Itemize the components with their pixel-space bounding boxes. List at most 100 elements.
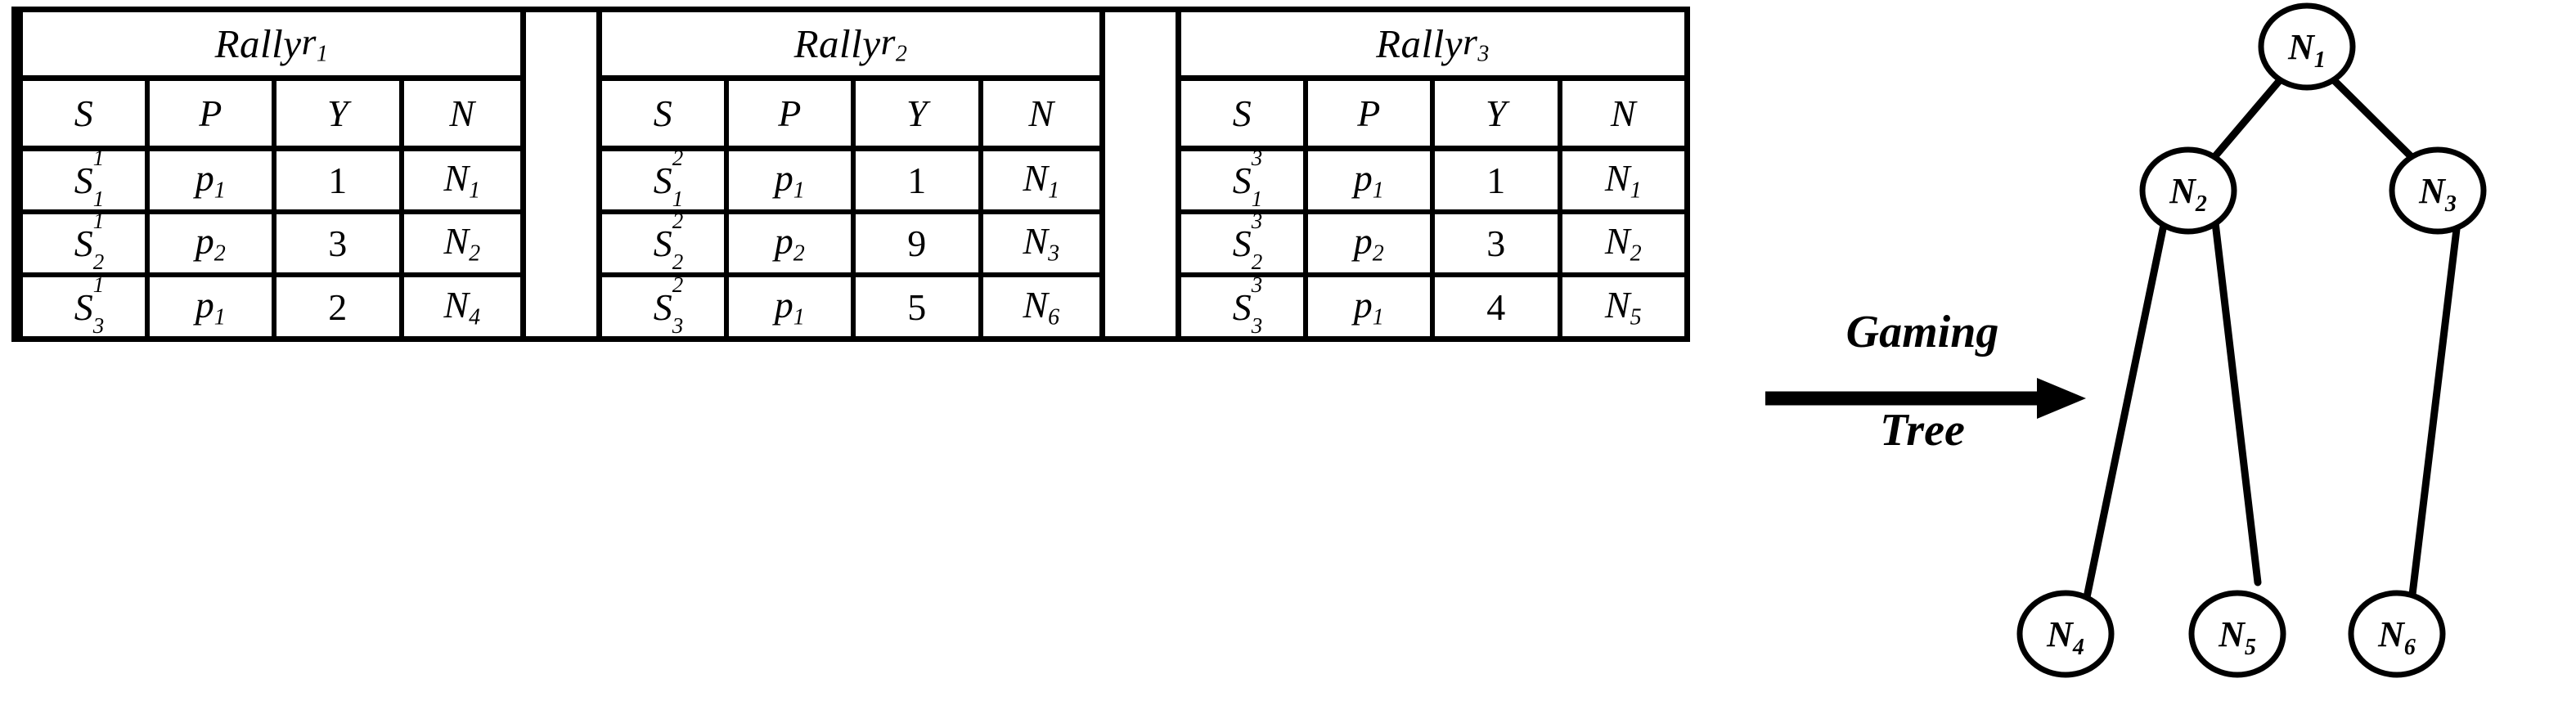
- tree-node-n6[interactable]: N6: [2348, 590, 2446, 678]
- edge-n2-n4: [2082, 221, 2168, 605]
- tree-node-n5[interactable]: N5: [2188, 590, 2286, 678]
- cell-node: N1: [398, 151, 526, 209]
- edge-n1-n3: [2330, 76, 2416, 161]
- rally-title-text: Rally: [1376, 20, 1463, 66]
- col-header-p: P: [723, 80, 852, 146]
- cell-node: N4: [398, 277, 526, 336]
- node-circle-n3[interactable]: [2389, 146, 2487, 235]
- cell-y: 9: [851, 213, 978, 273]
- cell-player: p1: [1302, 151, 1431, 209]
- rally-title-text: Rally: [793, 20, 881, 66]
- cell-node: N3: [978, 213, 1105, 273]
- cell-y: 4: [1430, 277, 1558, 336]
- cell-node: N1: [1557, 151, 1685, 209]
- col-header-y: Y: [272, 80, 399, 146]
- node-circle-n4[interactable]: [2016, 590, 2115, 678]
- rally-title-symbol: r1: [301, 20, 329, 67]
- gaming-tree-diagram: N1 N2 N3 N4 N5 N6: [2016, 2, 2487, 678]
- cell-y: 1: [851, 151, 978, 209]
- gaming-label-line1: Gaming: [1845, 307, 1999, 357]
- cell-y: 3: [1430, 213, 1558, 273]
- col-header-s: S: [1176, 80, 1303, 146]
- cell-y: 5: [851, 277, 978, 336]
- node-label-n6: N6: [2377, 614, 2416, 660]
- gaming-tree-arrow-group: Gaming Tree: [1759, 309, 2102, 499]
- rally-table-3-title: Rally r3: [1176, 12, 1684, 81]
- node-label-n1: N1: [2287, 27, 2326, 73]
- rally-table-2-header-row: S P Y N: [596, 80, 1105, 146]
- rally-title-symbol: r2: [880, 20, 908, 67]
- rally-table-1-header-row: S P Y N: [17, 80, 526, 146]
- cell-player: p2: [1302, 213, 1431, 273]
- cell-node: N2: [398, 213, 526, 273]
- edge-n3-n6: [2407, 218, 2461, 605]
- edge-n2-n5: [2211, 218, 2262, 586]
- cell-y: 3: [272, 213, 399, 273]
- tree-node-n1[interactable]: N1: [2258, 2, 2356, 91]
- cell-player: p1: [144, 151, 272, 209]
- cell-node: N2: [1557, 213, 1685, 273]
- node-circle-n5[interactable]: [2188, 590, 2286, 678]
- node-label-n3: N3: [2418, 171, 2457, 217]
- cell-player: p2: [144, 213, 272, 273]
- col-header-n: N: [398, 80, 526, 146]
- tree-edges: [2082, 76, 2461, 605]
- tree-node-n2[interactable]: N2: [2139, 146, 2237, 235]
- cell-node: N6: [978, 277, 1105, 336]
- cell-player: p1: [144, 277, 272, 336]
- table-gap-1: [526, 12, 596, 336]
- tree-node-n3[interactable]: N3: [2389, 146, 2487, 235]
- cell-player: p1: [723, 277, 852, 336]
- node-circle-n1[interactable]: [2258, 2, 2356, 91]
- node-label-n2: N2: [2169, 171, 2207, 217]
- gaming-label-line2: Tree: [1880, 405, 1965, 456]
- node-label-n5: N5: [2218, 614, 2256, 660]
- col-header-y: Y: [1430, 80, 1558, 146]
- cell-player: p1: [723, 151, 852, 209]
- node-label-n4: N4: [2046, 614, 2084, 660]
- rally-title-symbol: r3: [1463, 20, 1490, 67]
- col-header-s: S: [596, 80, 724, 146]
- cell-node: N5: [1557, 277, 1685, 336]
- node-circle-n6[interactable]: [2348, 590, 2446, 678]
- col-header-y: Y: [851, 80, 978, 146]
- cell-player: p1: [1302, 277, 1431, 336]
- table-gap-2: [1105, 12, 1176, 336]
- rally-title-text: Rally: [214, 20, 302, 66]
- col-header-n: N: [978, 80, 1105, 146]
- cell-y: 1: [272, 151, 399, 209]
- col-header-n: N: [1557, 80, 1685, 146]
- cell-y: 2: [272, 277, 399, 336]
- right-arrow-icon: [1765, 378, 2086, 419]
- tree-node-n4[interactable]: N4: [2016, 590, 2115, 678]
- col-header-p: P: [1302, 80, 1431, 146]
- edge-n1-n2: [2210, 76, 2284, 161]
- rally-table-1-title: Rally r1: [17, 12, 526, 81]
- rally-table-2-title: Rally r2: [596, 12, 1105, 81]
- node-circle-n2[interactable]: [2139, 146, 2237, 235]
- col-header-s: S: [17, 80, 145, 146]
- col-header-p: P: [144, 80, 272, 146]
- cell-y: 1: [1430, 151, 1558, 209]
